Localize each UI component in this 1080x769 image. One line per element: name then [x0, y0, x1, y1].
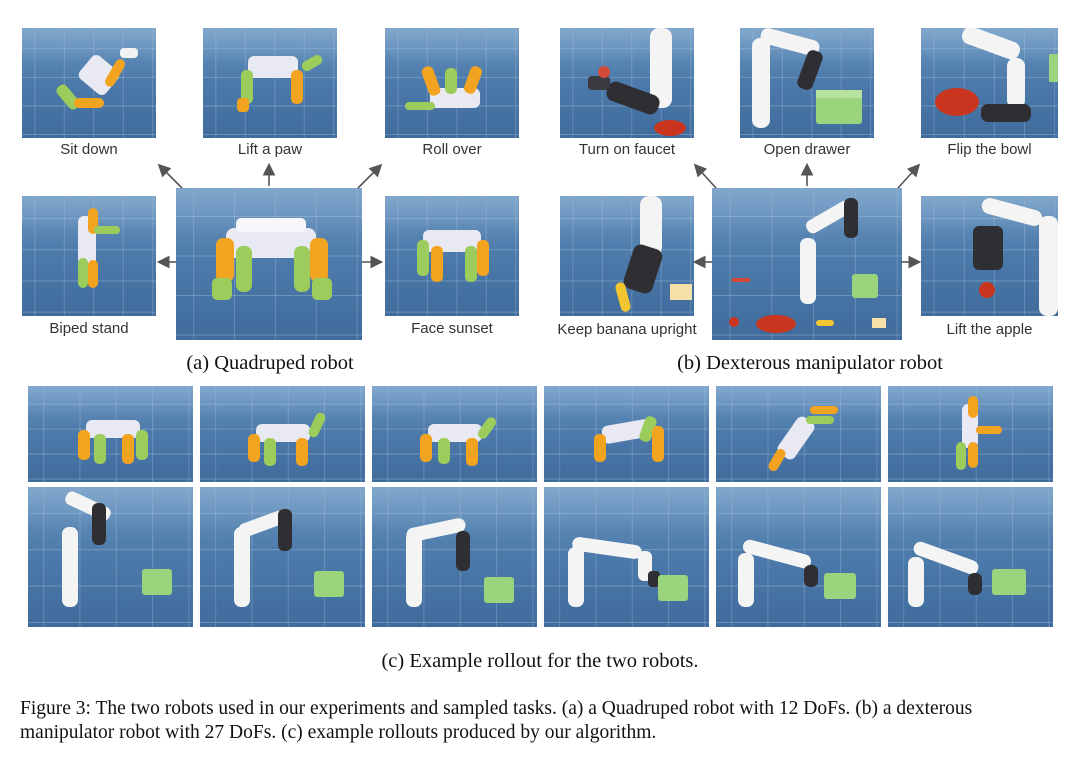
quadruped-rollout-frame-5	[716, 386, 881, 482]
robot-arm-icon	[752, 28, 862, 128]
task-label-flip-the-bowl: Flip the bowl	[947, 141, 1032, 158]
arrow-sit-down	[157, 163, 183, 189]
task-label-face-sunset: Face sunset	[411, 320, 493, 337]
robot-arm-icon	[62, 491, 172, 607]
task-label-turn-on-faucet: Turn on faucet	[578, 141, 676, 158]
manipulator-robot-main-image	[712, 188, 902, 340]
manipulator-rollout-frame-4	[544, 487, 709, 627]
quadruped-robot-icon	[212, 218, 332, 300]
robot-arm-icon	[935, 28, 1058, 122]
quadruped-robot-icon	[56, 48, 138, 110]
task-label-sit-down: Sit down	[60, 141, 118, 158]
manipulator-lift-the-apple-image	[921, 196, 1058, 316]
figure-caption: Figure 3: The two robots used in our exp…	[20, 698, 973, 743]
subcaption-b: (b) Dexterous manipulator robot	[677, 352, 943, 374]
manipulator-keep-banana-upright-image	[560, 196, 694, 316]
arrow-roll-over	[357, 163, 383, 189]
robot-arm-icon	[738, 539, 856, 607]
quadruped-rollout-frame-1	[28, 386, 193, 482]
manipulator-flip-the-bowl-image	[921, 28, 1058, 138]
manipulator-turn-on-faucet-image	[560, 28, 694, 138]
quadruped-lift-a-paw-image	[203, 28, 337, 138]
quadruped-robot-icon	[78, 420, 148, 464]
manipulator-rollout-frame-3	[372, 487, 537, 627]
task-label-open-drawer: Open drawer	[763, 141, 851, 158]
manipulator-open-drawer-image	[740, 28, 874, 138]
quadruped-robot-main-image	[176, 188, 362, 340]
robot-arm-icon	[908, 541, 1026, 607]
task-label-biped-stand: Biped stand	[49, 320, 129, 337]
quadruped-robot-icon	[594, 416, 664, 462]
quadruped-robot-icon	[78, 208, 120, 288]
arrow-turn-on-faucet	[693, 163, 717, 189]
quadruped-robot-icon	[248, 412, 326, 466]
quadruped-robot-icon	[237, 55, 323, 112]
subcaption-c: (c) Example rollout for the two robots.	[381, 650, 699, 672]
subcaption-a: (a) Quadruped robot	[186, 352, 354, 374]
quadruped-roll-over-image	[385, 28, 519, 138]
task-label-keep-banana-upright: Keep banana upright	[557, 321, 697, 338]
robot-arm-icon	[973, 198, 1058, 316]
quadruped-robot-icon	[417, 230, 489, 282]
quadruped-biped-stand-image	[22, 196, 156, 316]
manipulator-rollout-frame-6	[888, 487, 1053, 627]
robot-arm-icon	[588, 28, 686, 136]
robot-arm-icon	[729, 198, 886, 333]
task-label-lift-a-paw: Lift a paw	[237, 141, 303, 158]
robot-arm-icon	[234, 509, 344, 607]
quadruped-rollout-frame-3	[372, 386, 537, 482]
task-label-lift-the-apple: Lift the apple	[946, 321, 1033, 338]
quadruped-sit-down-image	[22, 28, 156, 138]
robot-arm-icon	[406, 518, 514, 607]
quadruped-rollout-frame-2	[200, 386, 365, 482]
arrow-flip-the-bowl	[897, 163, 921, 189]
manipulator-rollout-frame-2	[200, 487, 365, 627]
quadruped-robot-icon	[405, 66, 483, 110]
quadruped-rollout-frame-6	[888, 386, 1053, 482]
quadruped-robot-icon	[956, 396, 1002, 470]
task-label-roll-over: Roll over	[422, 141, 482, 158]
quadruped-face-sunset-image	[385, 196, 519, 316]
robot-arm-icon	[568, 537, 688, 607]
robot-arm-icon	[615, 196, 692, 312]
manipulator-rollout-frame-5	[716, 487, 881, 627]
quadruped-robot-icon	[768, 406, 838, 472]
quadruped-robot-icon	[420, 417, 497, 466]
quadruped-rollout-frame-4	[544, 386, 709, 482]
manipulator-rollout-frame-1	[28, 487, 193, 627]
